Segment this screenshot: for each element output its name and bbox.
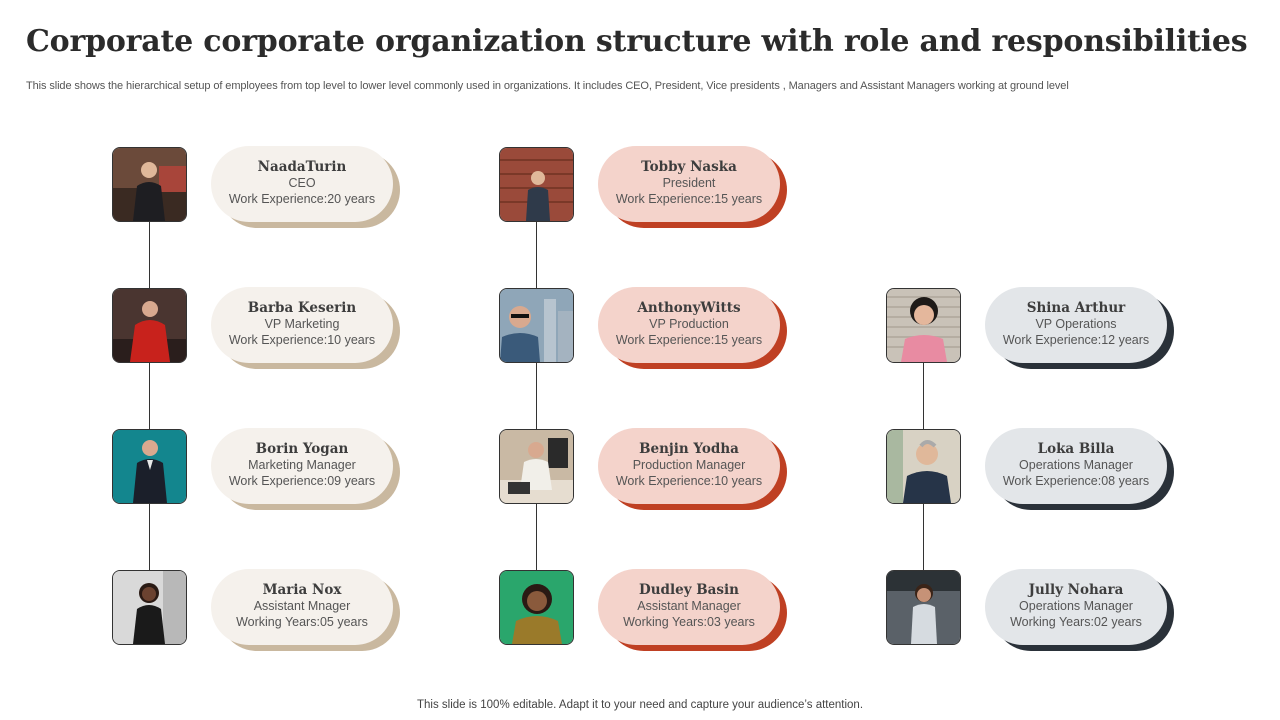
member-production-manager: Benjin Yodha Production Manager Work Exp… (499, 428, 799, 512)
member-experience: Work Experience:15 years (615, 192, 763, 206)
member-card: Loka Billa Operations Manager Work Exper… (985, 428, 1167, 504)
member-card: Tobby Naska President Work Experience:15… (598, 146, 780, 222)
member-name: Dudley Basin (639, 582, 739, 598)
member-name: AnthonyWitts (637, 300, 741, 316)
member-experience: Work Experience:20 years (228, 192, 376, 206)
member-role: Assistant Manager (637, 599, 741, 613)
member-name: Barba Keserin (247, 300, 357, 316)
slide-title: Corporate corporate organization structu… (26, 24, 1248, 59)
person-photo (499, 429, 574, 504)
org-column-production: Tobby Naska President Work Experience:15… (499, 0, 799, 720)
member-card: Borin Yogan Marketing Manager Work Exper… (211, 428, 393, 504)
connector-line (149, 150, 150, 580)
member-name: Jully Nohara (1028, 582, 1124, 598)
member-card: Jully Nohara Operations Manager Working … (985, 569, 1167, 645)
person-photo (112, 570, 187, 645)
member-role: Assistant Mnager (253, 599, 351, 613)
person-photo (886, 288, 961, 363)
member-experience: Work Experience:09 years (228, 474, 376, 488)
org-column-marketing: NaadaTurin CEO Work Experience:20 years … (112, 0, 412, 720)
person-photo (886, 570, 961, 645)
member-role: Marketing Manager (248, 458, 356, 472)
member-assistant-manager: Maria Nox Assistant Mnager Working Years… (112, 569, 412, 653)
member-name: NaadaTurin (257, 159, 347, 175)
org-column-operations: Shina Arthur VP Operations Work Experien… (886, 0, 1186, 720)
member-name: Maria Nox (262, 582, 342, 598)
member-role: Operations Manager (1019, 599, 1133, 613)
member-card: Maria Nox Assistant Mnager Working Years… (211, 569, 393, 645)
member-name: Borin Yogan (255, 441, 349, 457)
member-name: Shina Arthur (1026, 300, 1126, 316)
member-assistant-manager: Dudley Basin Assistant Manager Working Y… (499, 569, 799, 653)
person-photo (112, 288, 187, 363)
member-name: Tobby Naska (641, 159, 737, 175)
member-role: Operations Manager (1019, 458, 1133, 472)
member-vp-marketing: Barba Keserin VP Marketing Work Experien… (112, 287, 412, 371)
member-vp-operations: Shina Arthur VP Operations Work Experien… (886, 287, 1186, 371)
member-role: President (662, 176, 716, 190)
member-experience: Work Experience:10 years (228, 333, 376, 347)
member-experience: Work Experience:15 years (615, 333, 763, 347)
member-role: VP Production (649, 317, 729, 331)
member-role: Production Manager (632, 458, 746, 472)
person-photo (499, 288, 574, 363)
person-photo (499, 147, 574, 222)
person-photo (112, 147, 187, 222)
member-card: NaadaTurin CEO Work Experience:20 years (211, 146, 393, 222)
person-photo (499, 570, 574, 645)
member-experience: Work Experience:10 years (615, 474, 763, 488)
member-role: VP Operations (1035, 317, 1117, 331)
member-experience: Work Experience:08 years (1002, 474, 1150, 488)
slide-footer: This slide is 100% editable. Adapt it to… (416, 699, 864, 711)
member-card: AnthonyWitts VP Production Work Experien… (598, 287, 780, 363)
member-operations-manager: Jully Nohara Operations Manager Working … (886, 569, 1186, 653)
member-card: Shina Arthur VP Operations Work Experien… (985, 287, 1167, 363)
member-card: Benjin Yodha Production Manager Work Exp… (598, 428, 780, 504)
member-experience: Working Years:02 years (1010, 615, 1142, 629)
slide-subtitle: This slide shows the hierarchical setup … (26, 80, 1069, 92)
member-experience: Working Years:03 years (623, 615, 755, 629)
member-name: Benjin Yodha (639, 441, 739, 457)
member-role: VP Marketing (264, 317, 340, 331)
member-card: Dudley Basin Assistant Manager Working Y… (598, 569, 780, 645)
member-ceo: NaadaTurin CEO Work Experience:20 years (112, 146, 412, 230)
member-vp-production: AnthonyWitts VP Production Work Experien… (499, 287, 799, 371)
member-name: Loka Billa (1037, 441, 1115, 457)
person-photo (112, 429, 187, 504)
connector-line (536, 150, 537, 580)
member-experience: Work Experience:12 years (1002, 333, 1150, 347)
member-marketing-manager: Borin Yogan Marketing Manager Work Exper… (112, 428, 412, 512)
person-photo (886, 429, 961, 504)
member-operations-manager: Loka Billa Operations Manager Work Exper… (886, 428, 1186, 512)
member-card: Barba Keserin VP Marketing Work Experien… (211, 287, 393, 363)
member-role: CEO (288, 176, 316, 190)
member-president: Tobby Naska President Work Experience:15… (499, 146, 799, 230)
member-experience: Working Years:05 years (236, 615, 368, 629)
